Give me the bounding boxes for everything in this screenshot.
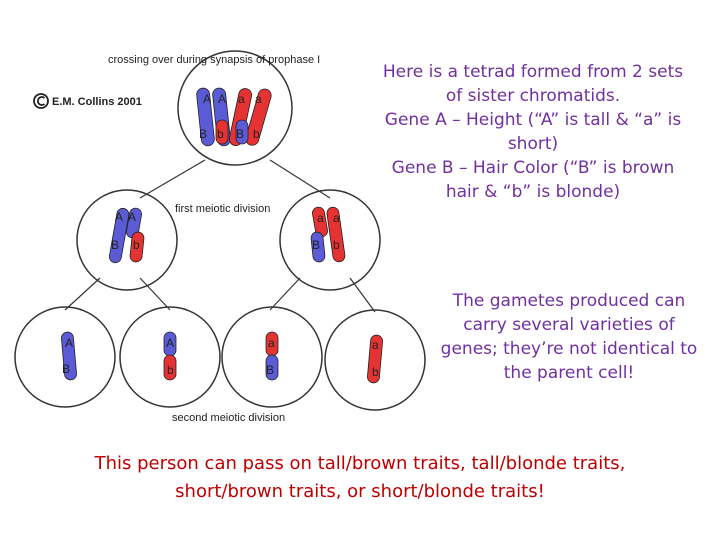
allele-label: b xyxy=(253,127,260,141)
chromatid-red-2 xyxy=(245,88,272,146)
description-line: of sister chromatids. xyxy=(445,86,621,106)
chromatid-blue xyxy=(108,207,130,264)
tetrad xyxy=(196,87,272,147)
parent-cell xyxy=(177,50,293,166)
gamete-cell-3 xyxy=(221,306,323,408)
second-division-label: second meiotic division xyxy=(172,412,285,424)
description-line: Here is a tetrad formed from 2 sets xyxy=(382,62,684,82)
crossover-segment-blue xyxy=(235,119,249,145)
chromatid-blue-bottom xyxy=(310,231,326,263)
allele-label: a xyxy=(372,338,379,352)
allele-label: B xyxy=(266,363,274,377)
gametes-line: genes; they’re not identical to xyxy=(440,339,698,359)
copyright-text: E.M. Collins 2001 xyxy=(52,96,142,108)
allele-label: B xyxy=(236,127,244,141)
gamete-chromosomes xyxy=(61,331,383,384)
chromatid-blue-top xyxy=(126,207,142,239)
allele-label: A xyxy=(115,210,123,224)
daughter-cell-left xyxy=(76,189,178,291)
daughter-right-labels: a a B b xyxy=(312,211,340,252)
allele-label: a xyxy=(255,92,262,106)
gamete-cell-4 xyxy=(324,309,426,411)
gametes-line: the parent cell! xyxy=(503,363,635,383)
figure-title: crossing over during synapsis of prophas… xyxy=(108,54,320,66)
gamete-3-chromosome-bottom xyxy=(265,354,279,381)
gametes-line: The gametes produced can xyxy=(452,291,686,311)
summary-text: This person can pass on tall/brown trait… xyxy=(20,450,700,506)
copyright-icon xyxy=(33,93,49,109)
gamete-1-chromosome xyxy=(61,331,77,381)
gamete-4-chromosome xyxy=(367,334,383,384)
allele-label: A xyxy=(128,210,136,224)
chromatid-red-bottom xyxy=(129,231,145,263)
allele-label: A xyxy=(166,336,174,350)
description-line: Gene A – Height (“A” is tall & “a” is xyxy=(384,110,682,130)
daughter-left-chromosomes xyxy=(108,207,145,264)
tetrad-description: Here is a tetrad formed from 2 sets of s… xyxy=(366,60,700,204)
allele-label: b xyxy=(167,363,174,377)
allele-label: B xyxy=(62,362,70,376)
gametes-description: The gametes produced can carry several v… xyxy=(426,289,712,385)
allele-label: b xyxy=(133,238,140,252)
chromatid-red xyxy=(326,206,346,263)
allele-label: A xyxy=(65,336,73,350)
gamete-cell-1 xyxy=(14,306,116,408)
description-line: hair & “b” is blonde) xyxy=(445,182,621,202)
division-lines xyxy=(64,159,376,313)
daughter-right-chromosomes xyxy=(310,206,346,263)
gamete-labels: A B A b a B a b xyxy=(62,336,379,379)
summary-line: short/brown traits, or short/blonde trai… xyxy=(175,481,545,502)
chromatid-blue-1 xyxy=(196,87,215,147)
allele-label: a xyxy=(238,92,245,106)
gamete-2-chromosome-bottom xyxy=(163,354,177,381)
allele-label: b xyxy=(217,127,224,141)
daughter-left-labels: A A B b xyxy=(111,210,140,252)
allele-label: B xyxy=(199,127,207,141)
chromatid-red-1 xyxy=(228,88,253,147)
allele-label: a xyxy=(333,211,340,225)
daughter-cell-right xyxy=(279,189,381,291)
description-line: Gene B – Hair Color (“B” is brown xyxy=(391,158,675,178)
gametes-line: carry several varieties of xyxy=(463,315,675,335)
allele-label: b xyxy=(372,365,379,379)
allele-label: B xyxy=(111,238,119,252)
first-division-label: first meiotic division xyxy=(175,203,270,215)
allele-label: A xyxy=(203,92,211,106)
summary-line: This person can pass on tall/brown trait… xyxy=(94,453,626,474)
tetrad-labels: A A a a B b B b xyxy=(199,92,262,141)
allele-label: B xyxy=(312,238,320,252)
allele-label: b xyxy=(333,238,340,252)
crossover-segment-red xyxy=(215,119,229,145)
allele-label: a xyxy=(268,336,275,350)
gamete-cell-2 xyxy=(119,306,221,408)
copyright: E.M. Collins 2001 xyxy=(33,93,142,109)
allele-label: A xyxy=(218,92,226,106)
allele-label: a xyxy=(317,211,324,225)
description-line: short) xyxy=(507,134,559,154)
